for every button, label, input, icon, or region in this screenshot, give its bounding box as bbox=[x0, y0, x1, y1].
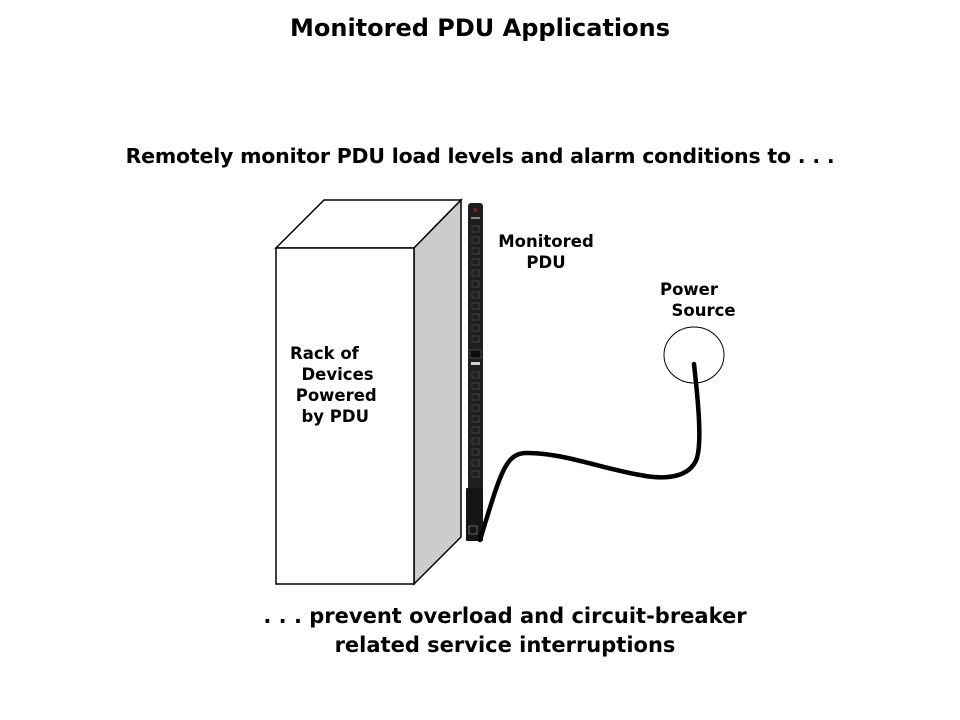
pdu-outlet bbox=[471, 470, 480, 478]
rack-label-line: Rack of bbox=[290, 344, 359, 363]
pdu-outlets-upper bbox=[471, 225, 480, 343]
pdu-outlet bbox=[471, 382, 480, 390]
rack-label-line: by PDU bbox=[290, 407, 369, 426]
pdu-mid-marker bbox=[471, 362, 480, 365]
pdu-outlet bbox=[471, 247, 480, 255]
pdu-base-inlet bbox=[468, 525, 478, 535]
power-source-label-line: Power bbox=[660, 280, 718, 299]
rack-side-face bbox=[413, 198, 462, 586]
rack-front-face bbox=[275, 247, 415, 585]
pdu-outlet bbox=[471, 448, 480, 456]
pdu-outlets-lower bbox=[471, 371, 480, 478]
pdu-outlet bbox=[471, 302, 480, 310]
pdu-outlet bbox=[471, 269, 480, 277]
pdu-outlet bbox=[471, 291, 480, 299]
conclusion-line: . . . prevent overload and circuit-break… bbox=[263, 604, 747, 628]
pdu-outlet bbox=[471, 236, 480, 244]
pdu-outlet bbox=[471, 280, 480, 288]
pdu-outlet bbox=[471, 371, 480, 379]
pdu-outlet bbox=[471, 393, 480, 401]
slide-conclusion: . . . prevent overload and circuit-break… bbox=[210, 602, 800, 660]
rack-label-line: Devices bbox=[290, 365, 374, 384]
pdu-outlet bbox=[471, 335, 480, 343]
slide-title: Monitored PDU Applications bbox=[289, 14, 670, 42]
pdu-label-line: Monitored bbox=[498, 232, 594, 251]
rack-of-devices bbox=[274, 198, 463, 586]
pdu-display bbox=[469, 349, 482, 359]
pdu-label: Monitored PDU bbox=[486, 231, 606, 273]
slide-subtitle: Remotely monitor PDU load levels and ala… bbox=[125, 144, 835, 168]
pdu-outlet bbox=[471, 426, 480, 434]
pdu-top-marker bbox=[471, 217, 480, 219]
conclusion-line: related service interruptions bbox=[334, 633, 676, 657]
rack-label-line: Powered bbox=[290, 386, 377, 405]
pdu-outlet bbox=[471, 437, 480, 445]
pdu-outlet bbox=[471, 404, 480, 412]
power-cable bbox=[477, 361, 702, 543]
pdu-base-block bbox=[466, 488, 483, 541]
pdu-strip bbox=[466, 203, 483, 541]
pdu-label-line: PDU bbox=[526, 253, 566, 272]
pdu-outlet bbox=[471, 459, 480, 467]
pdu-body bbox=[468, 203, 483, 490]
power-source-label-line: Source bbox=[660, 301, 736, 320]
rack-label: Rack of Devices Powered by PDU bbox=[290, 343, 400, 427]
pdu-status-led bbox=[473, 208, 478, 212]
pdu-outlet bbox=[471, 225, 480, 233]
pdu-outlet bbox=[471, 313, 480, 321]
pdu-outlet bbox=[471, 258, 480, 266]
pdu-outlet bbox=[471, 415, 480, 423]
power-source-label: Power Source bbox=[660, 279, 760, 321]
pdu-outlet bbox=[471, 324, 480, 332]
